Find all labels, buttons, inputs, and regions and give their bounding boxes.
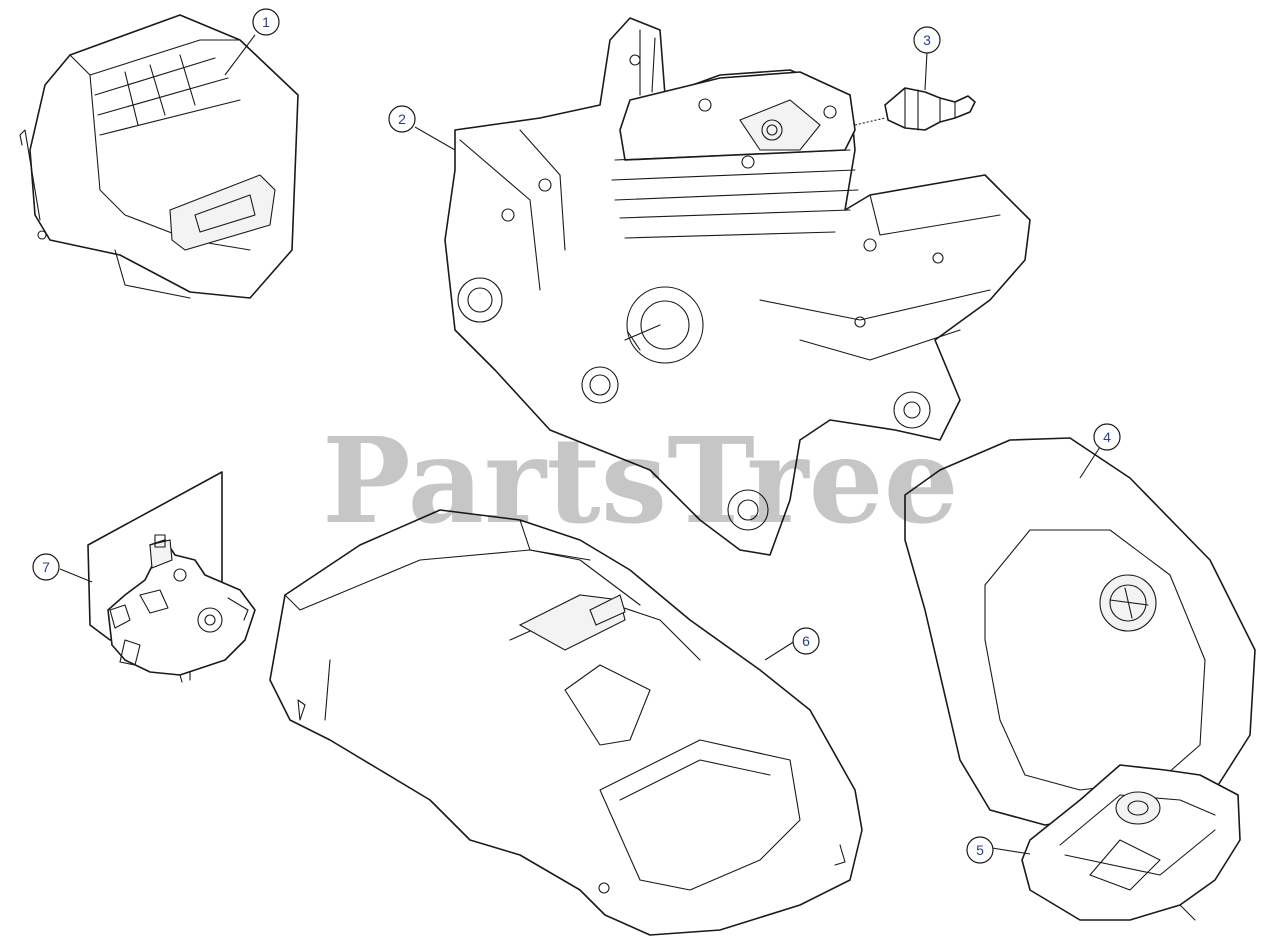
callout-leaders: [59, 34, 1101, 855]
svg-text:7: 7: [42, 559, 50, 575]
svg-text:2: 2: [398, 111, 406, 127]
part-2-crankcase[interactable]: [444, 17, 1031, 556]
part-4-top-cover[interactable]: [904, 437, 1256, 826]
callout-4[interactable]: 4: [1093, 423, 1121, 451]
callout-5[interactable]: 5: [966, 836, 994, 864]
svg-text:1: 1: [262, 14, 270, 30]
svg-text:3: 3: [923, 32, 931, 48]
callout-7[interactable]: 7: [32, 553, 60, 581]
part-3-spark-plug[interactable]: [854, 87, 976, 131]
part-6-shroud[interactable]: [269, 509, 863, 936]
part-7-carburetor[interactable]: [87, 471, 256, 683]
callout-6[interactable]: 6: [792, 627, 820, 655]
svg-text:5: 5: [976, 842, 984, 858]
part-5-air-filter[interactable]: [1021, 764, 1241, 921]
svg-text:6: 6: [802, 633, 810, 649]
svg-text:4: 4: [1103, 429, 1111, 445]
callout-3[interactable]: 3: [913, 26, 941, 54]
callout-1[interactable]: 1: [252, 8, 280, 36]
part-1-muffler[interactable]: [19, 14, 299, 299]
watermark-text: PartsTree: [322, 411, 959, 550]
callout-2[interactable]: 2: [388, 105, 416, 133]
